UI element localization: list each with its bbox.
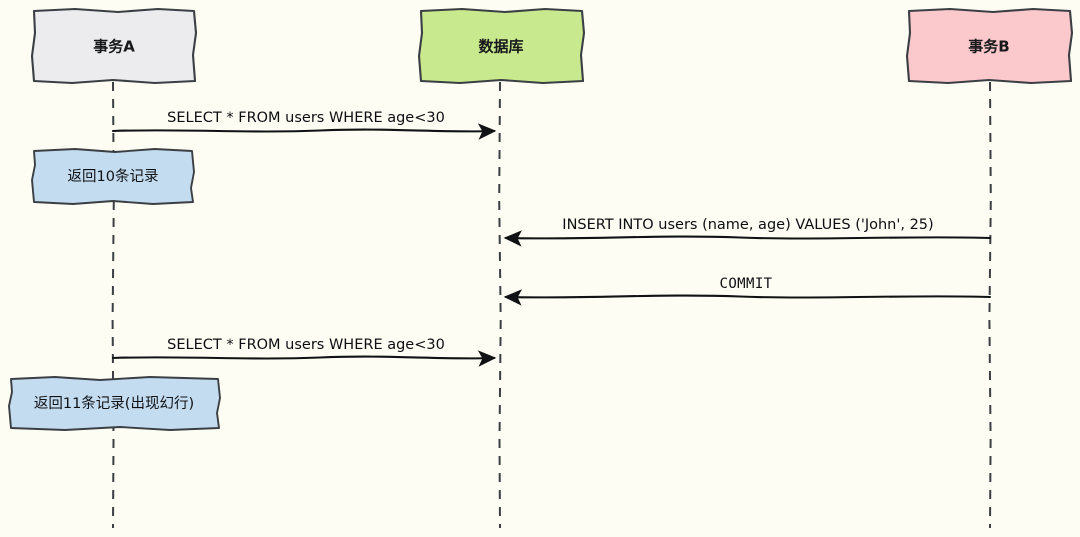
note-ten-rows[interactable]: 返回10条记录 — [31, 148, 195, 205]
note-label-eleven-rows: 返回11条记录(出现幻行) — [34, 395, 194, 412]
participant-transaction-b[interactable]: 事务B — [905, 7, 1074, 85]
message-label-select-second: SELECT * FROM users WHERE age<30 — [167, 337, 445, 353]
message-select-first[interactable]: SELECT * FROM users WHERE age<30 — [111, 110, 497, 140]
message-arrow-line — [503, 289, 992, 306]
participant-label-transaction-a: 事务A — [93, 38, 135, 56]
message-label-commit: COMMIT — [720, 276, 773, 292]
participant-database[interactable]: 数据库 — [417, 7, 586, 85]
participant-label-database: 数据库 — [478, 38, 523, 56]
note-label-ten-rows: 返回10条记录 — [68, 168, 159, 185]
participant-transaction-a[interactable]: 事务A — [30, 7, 198, 85]
message-arrow-line — [111, 123, 497, 140]
participant-box-shape — [905, 7, 1074, 85]
note-box-shape — [31, 148, 195, 205]
participant-label-transaction-b: 事务B — [968, 38, 1009, 56]
message-commit[interactable]: COMMIT — [503, 276, 992, 306]
message-arrow-line — [503, 230, 992, 247]
participant-box-shape — [30, 7, 198, 85]
lifeline-transaction-b — [988, 81, 992, 529]
message-label-select-first: SELECT * FROM users WHERE age<30 — [167, 110, 445, 126]
message-arrow-line — [111, 350, 497, 367]
lifelines-group — [111, 81, 992, 529]
note-eleven-rows[interactable]: 返回11条记录(出现幻行) — [8, 376, 221, 431]
participant-box-shape — [417, 7, 586, 85]
note-box-shape — [8, 376, 221, 431]
lifeline-transaction-a — [111, 81, 115, 529]
lifeline-database — [498, 81, 502, 529]
message-label-insert-john: INSERT INTO users (name, age) VALUES ('J… — [562, 217, 933, 233]
message-insert-john[interactable]: INSERT INTO users (name, age) VALUES ('J… — [503, 217, 992, 247]
message-select-second[interactable]: SELECT * FROM users WHERE age<30 — [111, 337, 497, 367]
